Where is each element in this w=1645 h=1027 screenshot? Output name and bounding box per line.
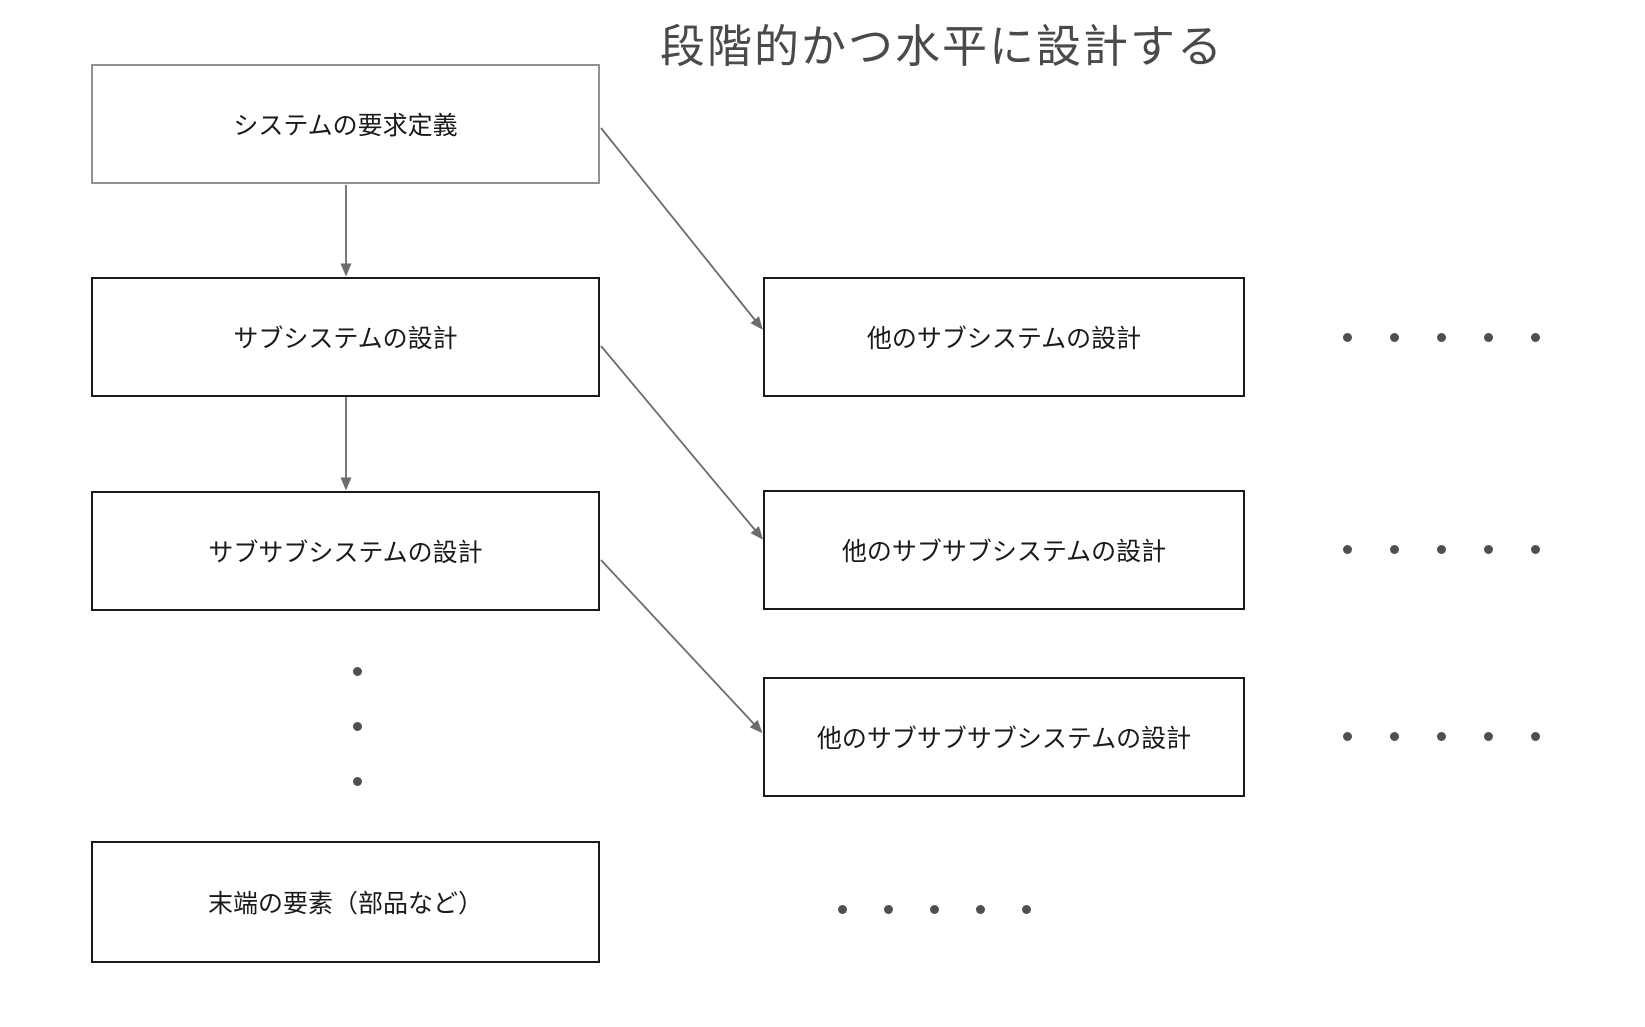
- dot: [1390, 333, 1399, 342]
- arrow-subsystem-to-other-subsubsystem: [600, 345, 764, 540]
- box-label: 他のサブシステムの設計: [866, 325, 1142, 353]
- ellipsis-dots-other-subsubsubsystem: [1343, 732, 1540, 741]
- box-other-subsubsystem-design: 他のサブサブシステムの設計: [763, 490, 1245, 610]
- dot: [1484, 545, 1493, 554]
- dot: [930, 905, 939, 914]
- dot: [1484, 732, 1493, 741]
- box-label: システムの要求定義: [233, 112, 458, 140]
- diagram-title: 段階的かつ水平に設計する: [660, 21, 1225, 72]
- ellipsis-dots-other-subsubsystem: [1343, 545, 1540, 554]
- dot: [884, 905, 893, 914]
- box-label: 他のサブサブサブシステムの設計: [816, 725, 1192, 753]
- dot: [1437, 545, 1446, 554]
- dot: [1343, 732, 1352, 741]
- dot: [1022, 905, 1031, 914]
- arrow-subsubsystem-to-other-subsubsubsystem: [600, 559, 763, 734]
- dot: [838, 905, 847, 914]
- dot: [1343, 545, 1352, 554]
- dot: [353, 777, 362, 786]
- box-label: 末端の要素（部品など）: [207, 890, 483, 918]
- dot: [1531, 333, 1540, 342]
- dot: [1437, 333, 1446, 342]
- dot: [1531, 545, 1540, 554]
- box-system-requirements: システムの要求定義: [91, 64, 600, 184]
- dot: [1390, 545, 1399, 554]
- box-label: サブシステムの設計: [233, 325, 458, 353]
- box-label: 他のサブサブシステムの設計: [841, 538, 1167, 566]
- dot: [1437, 732, 1446, 741]
- box-terminal-elements: 末端の要素（部品など）: [91, 841, 600, 963]
- dot: [1390, 732, 1399, 741]
- dot: [353, 667, 362, 676]
- box-label: サブサブシステムの設計: [208, 539, 483, 567]
- box-other-subsubsubsystem-design: 他のサブサブサブシステムの設計: [763, 677, 1245, 797]
- dot: [1343, 333, 1352, 342]
- box-subsystem-design: サブシステムの設計: [91, 277, 600, 397]
- dot: [1484, 333, 1493, 342]
- ellipsis-dots-other-subsystem: [1343, 333, 1540, 342]
- box-other-subsystem-design: 他のサブシステムの設計: [763, 277, 1245, 397]
- dot: [353, 722, 362, 731]
- dot: [1531, 732, 1540, 741]
- ellipsis-dots-vertical: [353, 667, 362, 786]
- dot: [976, 905, 985, 914]
- ellipsis-dots-bottom: [838, 905, 1031, 914]
- box-subsubsystem-design: サブサブシステムの設計: [91, 491, 600, 611]
- arrow-system-to-other-subsystem: [600, 127, 763, 330]
